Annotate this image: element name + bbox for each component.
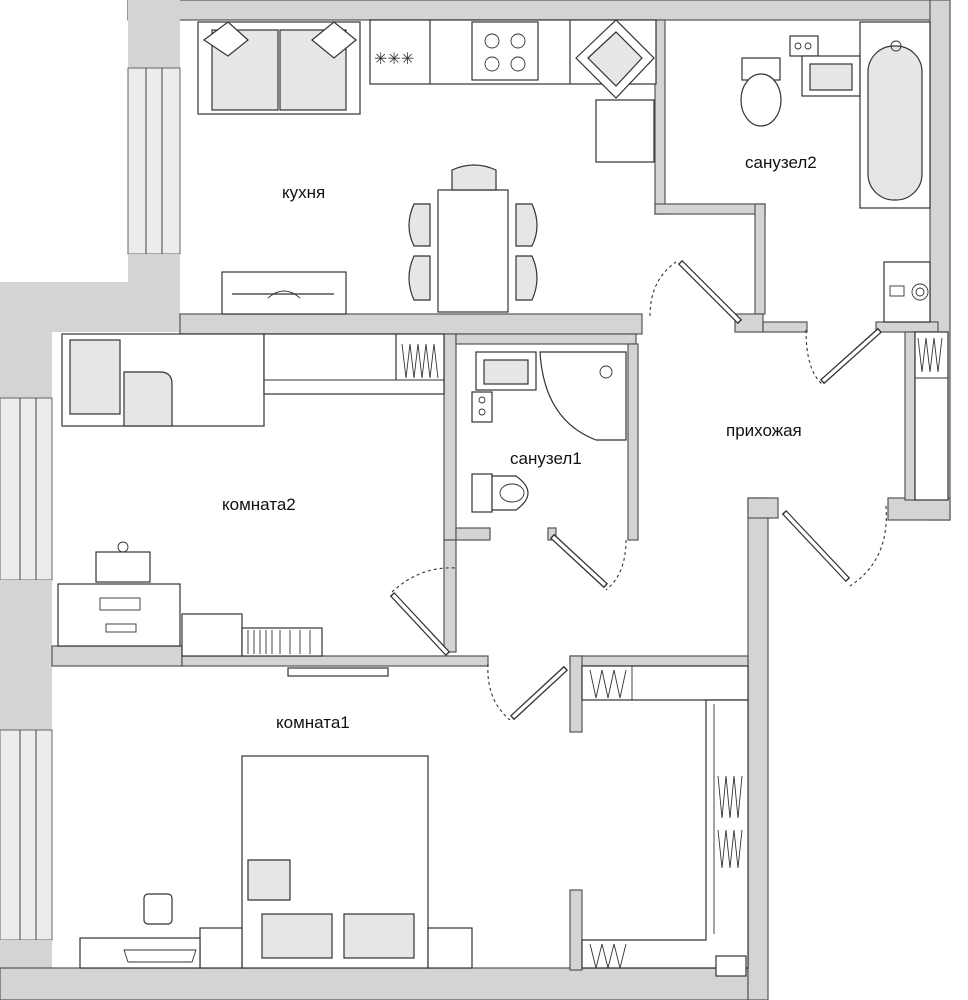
svg-text:✳✳✳: ✳✳✳ [374,51,414,68]
wardrobe-icon [263,333,445,395]
washing-machine-icon [883,261,931,323]
room1-furniture [79,665,749,977]
room-labels: кухня санузел2 санузел1 прихожая комната… [222,153,817,732]
sink-icon [575,19,655,99]
cooktop-icon: ✳✳✳ [374,21,539,81]
bath1-fixtures [471,351,627,513]
room-label-bath1: санузел1 [510,449,582,468]
bed-icon [241,755,429,969]
sofa-icon [197,21,361,115]
sink-icon [801,55,861,97]
bathtub-icon [859,21,931,209]
bath2-fixtures [740,21,931,323]
kitchen-furniture: ✳✳✳ [197,19,657,315]
hall-wardrobe [914,331,949,501]
doors [389,259,887,721]
toilet-icon [471,473,529,513]
dining-table-icon [408,164,538,313]
room2-furniture [57,333,445,677]
bookshelf-icon [241,627,323,657]
inner-walls [51,19,939,971]
room-label-hall: прихожая [726,421,802,440]
bed-icon [61,333,265,427]
room-label-kitchen: кухня [282,183,325,202]
wardrobe-icon [581,665,749,977]
toilet-icon [740,57,782,127]
room-label-room2: комната2 [222,495,296,514]
tv-icon [287,667,389,677]
room-label-room1: комната1 [276,713,350,732]
sink-icon [475,351,537,391]
room-label-bath2: санузел2 [745,153,817,172]
